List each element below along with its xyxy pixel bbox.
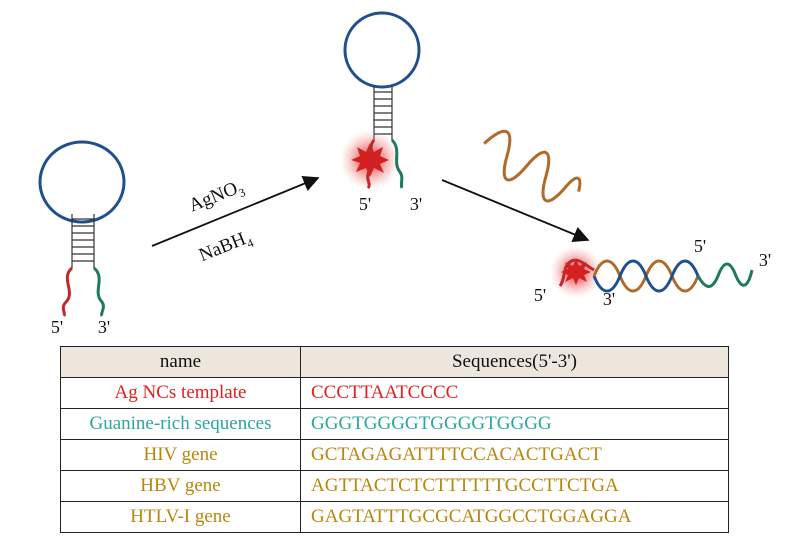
hairpin-loop-2 [343, 11, 421, 89]
label-5prime-duplex-left: 5' [534, 285, 546, 305]
table-header-row: name Sequences(5'-3') [60, 346, 729, 378]
row-sequence: CCCTTAATCCCC [300, 377, 729, 409]
red-tail-3 [558, 258, 595, 287]
label-3prime-probe1: 3' [98, 317, 110, 337]
duplex-product: 5' 3' 5' 3' [534, 236, 771, 309]
label-5prime-probe2: 5' [359, 194, 371, 214]
header-sequences: Sequences(5'-3') [300, 346, 729, 378]
hairpin-probe-1: 5' 3' [38, 140, 126, 337]
row-name: HTLV-I gene [60, 501, 301, 533]
sequence-table: name Sequences(5'-3') Ag NCs template CC… [60, 346, 729, 533]
reagent-nabh4: NaBH4 [196, 226, 256, 269]
table-row: HTLV-I gene GAGTATTTGCGCATGGCCTGGAGGA [60, 501, 729, 533]
label-5prime-probe1: 5' [51, 317, 63, 337]
label-5prime-duplex-right: 5' [694, 236, 706, 256]
row-name: HBV gene [60, 470, 301, 502]
label-3prime-probe2: 3' [410, 194, 422, 214]
target-strand [483, 129, 582, 203]
table-row: Ag NCs template CCCTTAATCCCC [60, 377, 729, 409]
hairpin-loop-1 [38, 140, 126, 224]
table-row: HBV gene AGTTACTCTCTTTTTTGCCTTCTGA [60, 470, 729, 502]
table-row: Guanine-rich sequences GGGTGGGGTGGGGTGGG… [60, 408, 729, 440]
red-tail-2 [366, 139, 376, 190]
row-name: Guanine-rich sequences [60, 408, 301, 440]
arrow-hybridization [441, 179, 590, 242]
row-name: HIV gene [60, 439, 301, 471]
green-tail-1 [92, 266, 105, 317]
reagent-agno3: AgNO3 [186, 176, 248, 219]
agnc-star-2 [351, 143, 389, 177]
hairpin-stem-2 [373, 86, 393, 140]
label-3prime-duplex-right: 3' [759, 250, 771, 270]
row-sequence: GGGTGGGGTGGGGTGGGG [300, 408, 729, 440]
arrow-reduction [151, 176, 320, 247]
header-name: name [60, 346, 301, 378]
green-tail-2 [390, 138, 404, 189]
row-sequence: GAGTATTTGCGCATGGCCTGGAGGA [300, 501, 729, 533]
label-3prime-duplex-left: 3' [603, 289, 615, 309]
red-tail-1 [61, 266, 74, 317]
duplex-strand-probe [592, 259, 700, 293]
row-name: Ag NCs template [60, 377, 301, 409]
table-row: HIV gene GCTAGAGATTTTCCACACTGACT [60, 439, 729, 471]
row-sequence: GCTAGAGATTTTCCACACTGACT [300, 439, 729, 471]
hairpin-stem-1 [71, 214, 95, 268]
hairpin-probe-2: 5' 3' [340, 11, 422, 214]
green-tail-3 [696, 262, 754, 288]
row-sequence: AGTTACTCTCTTTTTTGCCTTCTGA [300, 470, 729, 502]
